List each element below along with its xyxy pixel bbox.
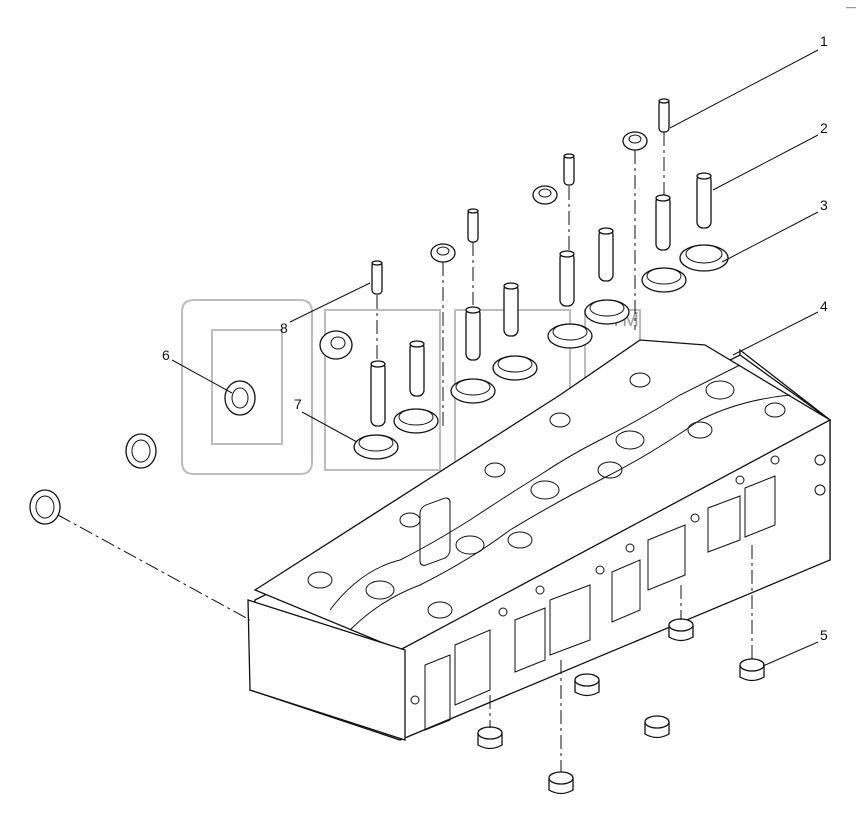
bolt-holes bbox=[410, 454, 826, 705]
seat-ring bbox=[353, 434, 399, 460]
callout-labels: 1 2 3 4 5 6 7 8 bbox=[162, 33, 828, 643]
bottom-caps bbox=[477, 618, 765, 795]
bushing bbox=[532, 185, 558, 205]
valve-guide bbox=[655, 194, 671, 251]
valve-guide bbox=[503, 282, 519, 337]
dowel-pin bbox=[658, 98, 670, 133]
cap bbox=[739, 658, 765, 682]
callout-8: 8 bbox=[280, 320, 288, 336]
valve-guide bbox=[409, 340, 425, 397]
callout-4: 4 bbox=[820, 298, 828, 314]
core-plug bbox=[224, 380, 256, 416]
dowel-pin bbox=[371, 260, 383, 295]
valve-guide bbox=[465, 306, 481, 361]
dowel-pin bbox=[563, 153, 575, 186]
seat-ring bbox=[450, 378, 496, 404]
seat-ring bbox=[641, 267, 687, 293]
seat-ring bbox=[679, 244, 729, 272]
seat-ring bbox=[492, 355, 538, 381]
callout-6: 6 bbox=[162, 347, 170, 363]
core-plugs bbox=[29, 380, 256, 525]
valve-guide bbox=[559, 250, 575, 307]
callout-2: 2 bbox=[820, 120, 828, 136]
leader-lines bbox=[171, 49, 819, 667]
valve-guides bbox=[370, 172, 712, 427]
cap bbox=[644, 715, 670, 739]
bushing bbox=[319, 330, 353, 360]
dowel-pins bbox=[371, 98, 670, 295]
valve-guide bbox=[696, 172, 712, 229]
cylinder-head bbox=[247, 339, 832, 741]
bushing bbox=[430, 243, 456, 263]
valve-seat-rings bbox=[353, 244, 729, 460]
seat-ring bbox=[547, 323, 593, 349]
valve-guide bbox=[370, 360, 386, 427]
valve-bores bbox=[307, 372, 786, 619]
corner-mark: –– bbox=[846, 2, 856, 12]
intake-ports bbox=[419, 475, 776, 731]
core-plug bbox=[125, 433, 157, 469]
core-plug bbox=[29, 489, 61, 525]
cap bbox=[477, 726, 503, 750]
bushing bbox=[622, 131, 648, 151]
callout-7: 7 bbox=[294, 396, 302, 412]
seat-ring bbox=[393, 408, 439, 434]
callout-5: 5 bbox=[820, 627, 828, 643]
callout-1: 1 bbox=[820, 33, 828, 49]
cap bbox=[574, 673, 600, 697]
seat-ring bbox=[584, 299, 630, 325]
dowel-pin bbox=[467, 208, 479, 243]
bushings bbox=[319, 131, 648, 360]
valve-guide bbox=[598, 227, 614, 282]
cap bbox=[668, 618, 694, 642]
cap bbox=[548, 771, 574, 795]
callout-3: 3 bbox=[820, 197, 828, 213]
center-lines bbox=[57, 132, 753, 772]
